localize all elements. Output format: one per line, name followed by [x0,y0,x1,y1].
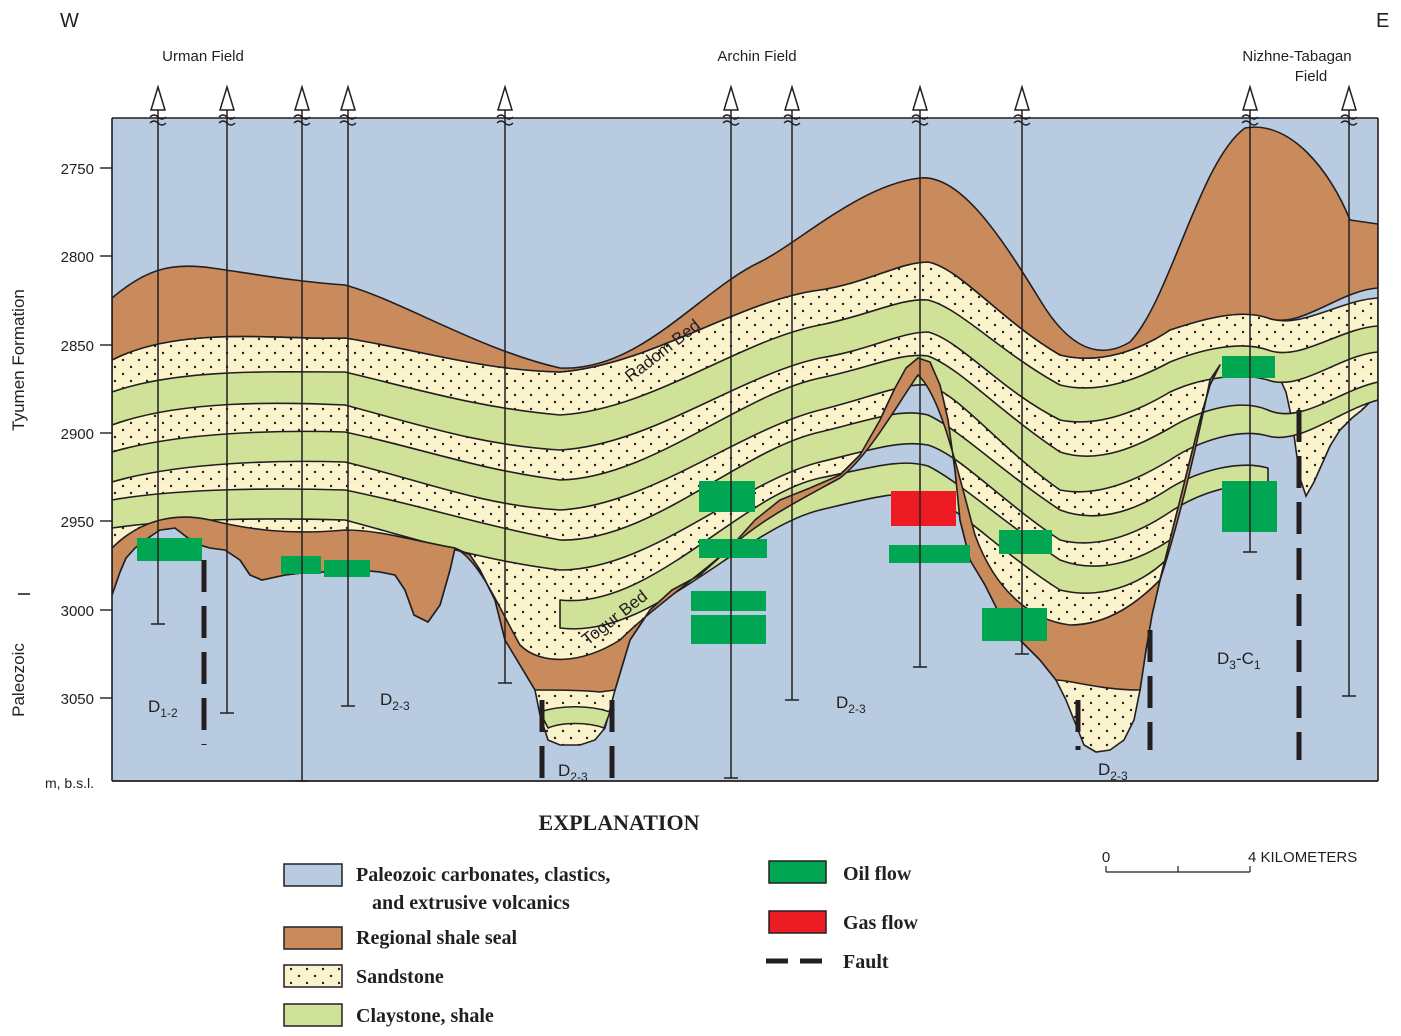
age-label-d2-3-b: D2-3 [558,761,588,784]
field-label-urman: Urman Field [162,48,244,65]
field-label-nizhne-tabagan-2: Field [1295,68,1328,85]
legend-label-claystone: Claystone, shale [356,1005,494,1027]
field-label-nizhne-tabagan: Nizhne-Tabagan [1242,48,1351,65]
scale-zero-label: 0 [1102,849,1110,866]
y-tick-2800: 2800 [61,249,94,266]
well-4 [339,84,357,707]
well-5 [496,84,514,684]
legend-label-paleozoic-1: Paleozoic carbonates, clastics, [356,864,610,886]
regional-shale-seal-upper [112,126,1378,373]
oil-flow-5 [699,539,767,558]
gas-flow-1 [891,491,956,526]
legend-swatch-sandstone [283,964,343,988]
tyumen-formation-label: Tyumen Formation [9,289,28,431]
wells [149,84,1358,782]
y-tick-2950: 2950 [61,514,94,531]
y-tick-2900: 2900 [61,426,94,443]
scale-length-label: 4 KILOMETERS [1248,849,1357,866]
field-label-archin: Archin Field [717,48,796,65]
well-symbol [783,84,801,111]
well-2 [218,84,236,714]
legend: Paleozoic carbonates, clastics, and extr… [283,860,919,1027]
oil-flow-6 [691,591,766,611]
well-symbol [1340,84,1358,111]
legend-label-gas: Gas flow [843,912,919,934]
well-symbol [218,84,236,111]
oil-flow-9 [999,530,1052,554]
scale-bar: 0 4 KILOMETERS [1102,849,1357,873]
well-8 [911,84,929,668]
well-symbol [722,84,740,111]
well-10 [1241,84,1259,553]
west-label: W [60,10,79,32]
y-axis: 2750 2800 2850 2900 2950 3000 3050 m, b.… [9,161,112,791]
cross-section-body [112,118,1378,781]
oil-flow-8 [889,545,970,563]
well-symbol [1013,84,1031,111]
well-symbol [496,84,514,111]
age-label-d2-3-c: D2-3 [836,693,866,716]
y-tick-2750: 2750 [61,161,94,178]
y-tick-3050: 3050 [61,691,94,708]
legend-swatch-claystone [283,1003,343,1027]
well-3 [293,84,311,782]
legend-label-oil: Oil flow [843,863,912,885]
claystone-band-2 [112,354,1378,511]
legend-label-fault: Fault [843,951,889,973]
well-symbol [149,84,167,111]
paleozoic-label: Paleozoic [9,643,28,717]
oil-flow-7 [691,615,766,644]
well-11 [1340,84,1358,697]
legend-swatch-shale-seal [283,926,343,950]
well-symbol [339,84,357,111]
claystone-band-5 [539,706,611,729]
well-symbol [1241,84,1259,111]
well-1 [149,84,167,625]
age-label-d1-2: D1-2 [148,697,178,720]
faults [201,410,1302,780]
well-7 [783,84,801,701]
oil-flow-11 [1222,356,1275,378]
legend-swatch-oil [768,860,827,884]
age-label-d3-c1: D3-C1 [1217,649,1261,672]
y-unit-label: m, b.s.l. [45,775,94,791]
legend-label-sandstone: Sandstone [356,966,444,988]
oil-flow-10 [982,608,1047,641]
explanation-title: EXPLANATION [539,810,700,835]
oil-flow-4 [699,481,755,512]
age-label-d2-3-a: D2-3 [380,690,410,713]
well-9 [1013,84,1031,655]
age-label-d2-3-d: D2-3 [1098,760,1128,783]
oil-flow-1 [137,538,202,561]
well-symbol [293,84,311,111]
legend-label-shale-seal: Regional shale seal [356,927,518,949]
oil-flow-2 [281,556,321,574]
y-tick-2850: 2850 [61,338,94,355]
legend-swatch-gas [768,910,827,934]
east-label: E [1376,10,1389,32]
legend-swatch-paleozoic [283,863,343,887]
legend-label-paleozoic-2: and extrusive volcanics [372,892,570,914]
regional-shale-seal-togur [112,357,1221,693]
well-symbol [911,84,929,111]
y-tick-3000: 3000 [61,603,94,620]
well-6 [722,84,740,779]
claystone-band-1 [112,299,1378,451]
oil-flow-3 [324,560,370,577]
